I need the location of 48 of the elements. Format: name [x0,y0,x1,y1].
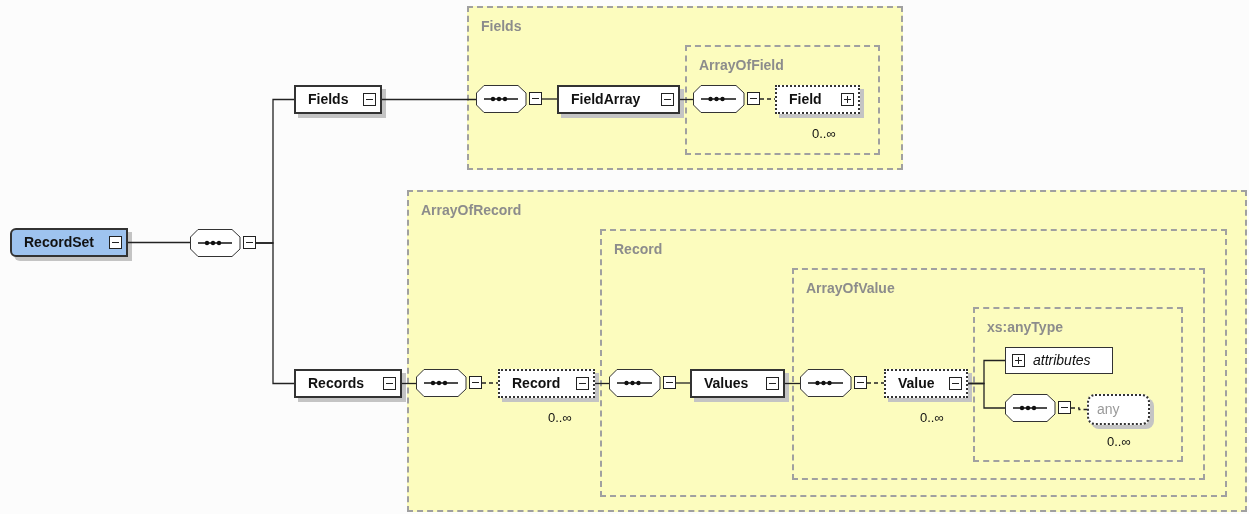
sequence-compositor [609,369,676,397]
connector-line [1070,407,1088,411]
connector-line [866,382,885,384]
type-group-frame [792,268,1205,480]
type-name: xs:anyType [987,318,1063,337]
connector-line [675,382,691,384]
multiplicity-label: 0..∞ [548,409,572,427]
sequence-compositor [476,85,542,113]
connector-line [679,98,694,101]
attributes-box [1005,347,1113,374]
type-name: ArrayOfField [699,56,784,75]
element-name: Records [308,374,365,393]
connector-line [594,382,610,385]
connector-line [541,98,558,100]
connector-line [967,382,1006,409]
element-name: Field [789,90,822,109]
type-name: Record [614,240,663,259]
element-name: Record [512,374,561,393]
connector-line [127,241,191,244]
type-name: ArrayOfRecord [421,201,522,220]
element-name: FieldArray [571,90,641,109]
connector-line [381,98,477,101]
connector-line [255,242,295,385]
type-group-frame [685,45,880,155]
attributes-label: attributes [1033,351,1091,370]
sequence-compositor [1005,394,1071,422]
type-group-frame [407,190,1247,512]
sequence-compositor [800,369,867,397]
element-name: Values [704,374,749,393]
multiplicity-label: 0..∞ [920,409,944,427]
element-name: Value [898,374,935,393]
connector-line [784,382,801,385]
type-group-frame [973,307,1183,462]
element-name: Fields [308,90,349,109]
sequence-compositor [693,85,760,113]
connector-line [481,382,499,384]
multiplicity-label: 0..∞ [1107,433,1131,451]
wildcard-name: any [1097,400,1120,419]
type-group-frame [467,6,903,170]
type-group-frame [600,229,1227,497]
type-name: Fields [481,17,522,36]
sequence-compositor [190,229,256,257]
multiplicity-label: 0..∞ [812,125,836,143]
sequence-compositor [416,369,482,397]
connector-line [759,98,776,100]
element-name: RecordSet [24,233,95,252]
type-name: ArrayOfValue [806,279,895,298]
connector-line [401,382,417,385]
